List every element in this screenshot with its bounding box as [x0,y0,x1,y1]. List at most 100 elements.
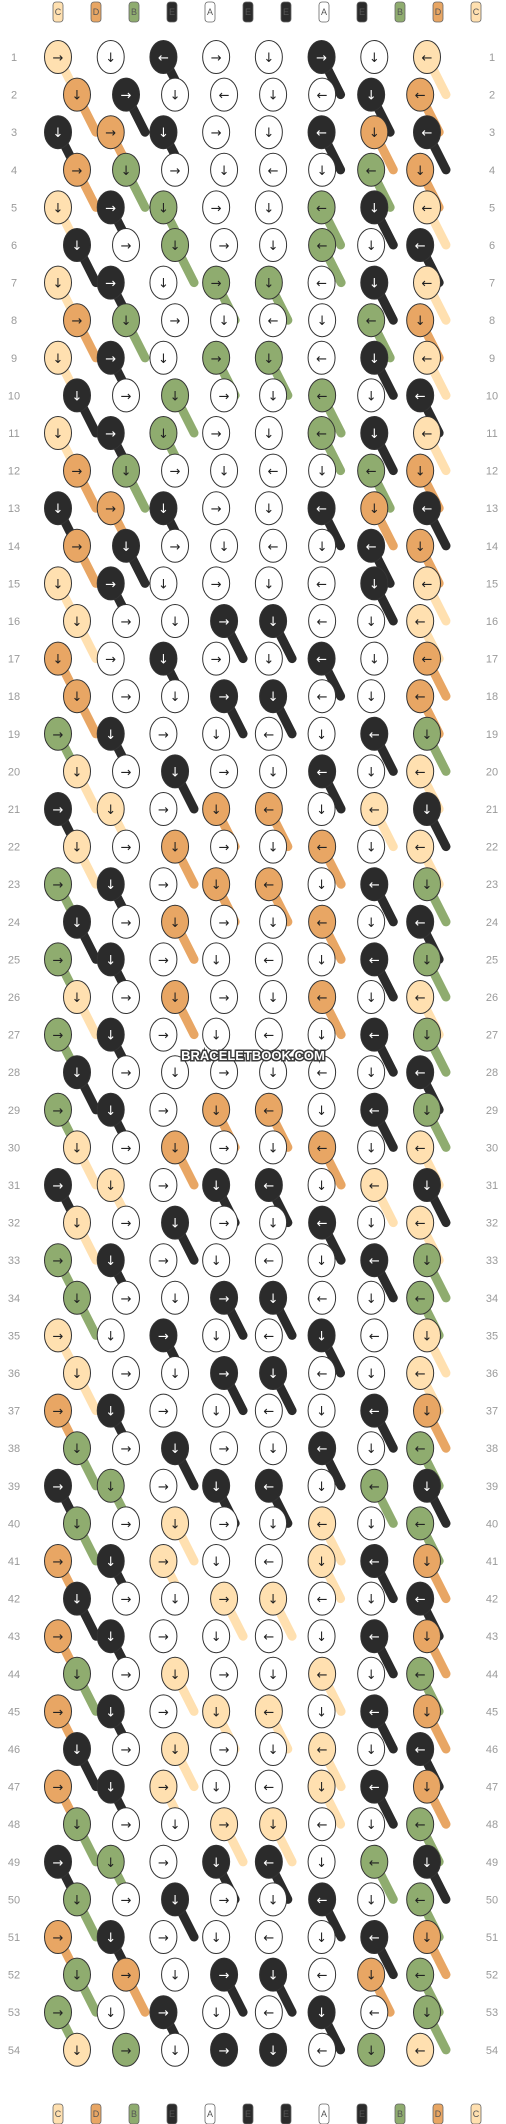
knot-arrow-icon: ↓ [316,1630,327,1645]
knot-arrow-icon: ↓ [317,164,328,179]
row-number-left: 46 [8,1744,20,1756]
knot-arrow-icon: ↓ [72,1517,83,1532]
knot-arrow-icon: ↓ [422,1630,433,1645]
knot-arrow-icon: ↓ [422,1029,433,1044]
knot-arrow-icon: ← [422,502,433,517]
knot [96,1544,125,1578]
knot [406,829,435,864]
row-number-right: 49 [486,1857,498,1869]
knot [202,1544,231,1578]
knot-arrow-icon: ↓ [316,1104,327,1119]
knot [307,1544,336,1578]
knot [254,416,283,450]
knot-arrow-icon: ↓ [170,991,181,1006]
knot-arrow-icon: ← [369,1705,380,1720]
row-number-right: 10 [486,390,498,402]
knot-arrow-icon: ← [415,1292,426,1307]
knot-arrow-icon: ← [316,201,327,216]
knot-arrow-icon: → [105,277,116,292]
knot-arrow-icon: ↓ [105,1104,116,1119]
knot [406,303,435,338]
knot-arrow-icon: → [121,1367,132,1382]
knot [202,1844,231,1879]
knot-arrow-icon: ← [317,1141,328,1156]
knot [360,1769,389,1804]
knot [63,904,91,939]
knot-arrow-icon: → [105,352,116,367]
knot-arrow-icon: ↓ [366,1893,377,1908]
knot-arrow-icon: ↓ [72,1743,83,1758]
knot-arrow-icon: → [219,239,230,254]
knot [307,1243,336,1278]
knot [308,2032,337,2067]
knot [254,942,283,977]
knot [149,1544,178,1578]
knot [413,1995,441,2030]
row-number-left: 31 [8,1180,20,1192]
knot-arrow-icon: ← [366,465,377,480]
knot-arrow-icon: ↓ [316,1029,327,1044]
knot-arrow-icon: → [121,1217,132,1232]
knot-arrow-icon: ← [369,1931,380,1946]
knot [308,1957,337,1992]
knot [307,1017,336,1052]
knot-arrow-icon: ↓ [366,1969,377,1984]
knot [161,453,190,488]
knot [112,980,141,1014]
knot [202,40,231,74]
knot-arrow-icon: ↓ [53,277,64,292]
knot-arrow-icon: → [53,1029,64,1044]
row-number-left: 13 [8,503,20,515]
knot-arrow-icon: → [158,728,169,743]
row-number-left: 22 [8,842,20,854]
strand-letter-top: A [207,7,213,17]
knot-arrow-icon: ↓ [268,991,279,1006]
knot-arrow-icon: ↓ [105,51,116,66]
knot-arrow-icon: ↓ [105,1179,116,1194]
row-number-left: 15 [8,578,20,590]
knot [360,1544,389,1578]
knot-arrow-icon: → [53,1630,64,1645]
knot-arrow-icon: ↓ [72,1367,83,1382]
knot [161,1506,190,1541]
knot-arrow-icon: ← [369,1781,380,1796]
knot [149,265,178,300]
knot-arrow-icon: → [219,841,230,856]
knot [308,1205,337,1240]
row-number-left: 7 [11,278,17,290]
knot-arrow-icon: ↓ [268,389,279,404]
knot-arrow-icon: ↓ [170,1367,181,1382]
knot-arrow-icon: ↓ [268,765,279,780]
strand-letter-bottom: C [55,2109,62,2119]
knot [360,1243,389,1278]
knot-arrow-icon: ↓ [105,803,116,818]
knot-arrow-icon: ← [263,803,274,818]
knot-arrow-icon: ← [369,1329,380,1344]
strand-tab-top [166,1,178,23]
knot [360,1468,389,1503]
strand-letter-top: D [435,7,442,17]
row-number-left: 11 [8,428,19,440]
knot [254,190,283,225]
knot [254,1844,283,1879]
row-number-right: 46 [486,1744,498,1756]
knot-arrow-icon: ↓ [170,1517,181,1532]
knot [44,1243,72,1278]
knot-arrow-icon: ↓ [53,352,64,367]
knot-arrow-icon: ↓ [105,2006,116,2021]
knot-arrow-icon: ↓ [317,314,328,329]
knot [96,115,125,150]
knot [357,1280,386,1315]
knot-arrow-icon: → [158,1405,169,1420]
knot-arrow-icon: ↓ [72,615,83,630]
strand-letter-top: E [169,7,175,17]
row-number-right: 11 [486,428,497,440]
knot-arrow-icon: ↓ [211,1630,222,1645]
knot [161,1280,190,1315]
knot [413,942,441,977]
knot-arrow-icon: ↓ [316,953,327,968]
knot [96,1092,125,1127]
knot-arrow-icon: → [158,1781,169,1796]
knot-arrow-icon: ← [317,1668,328,1683]
row-number-right: 28 [486,1067,498,1079]
